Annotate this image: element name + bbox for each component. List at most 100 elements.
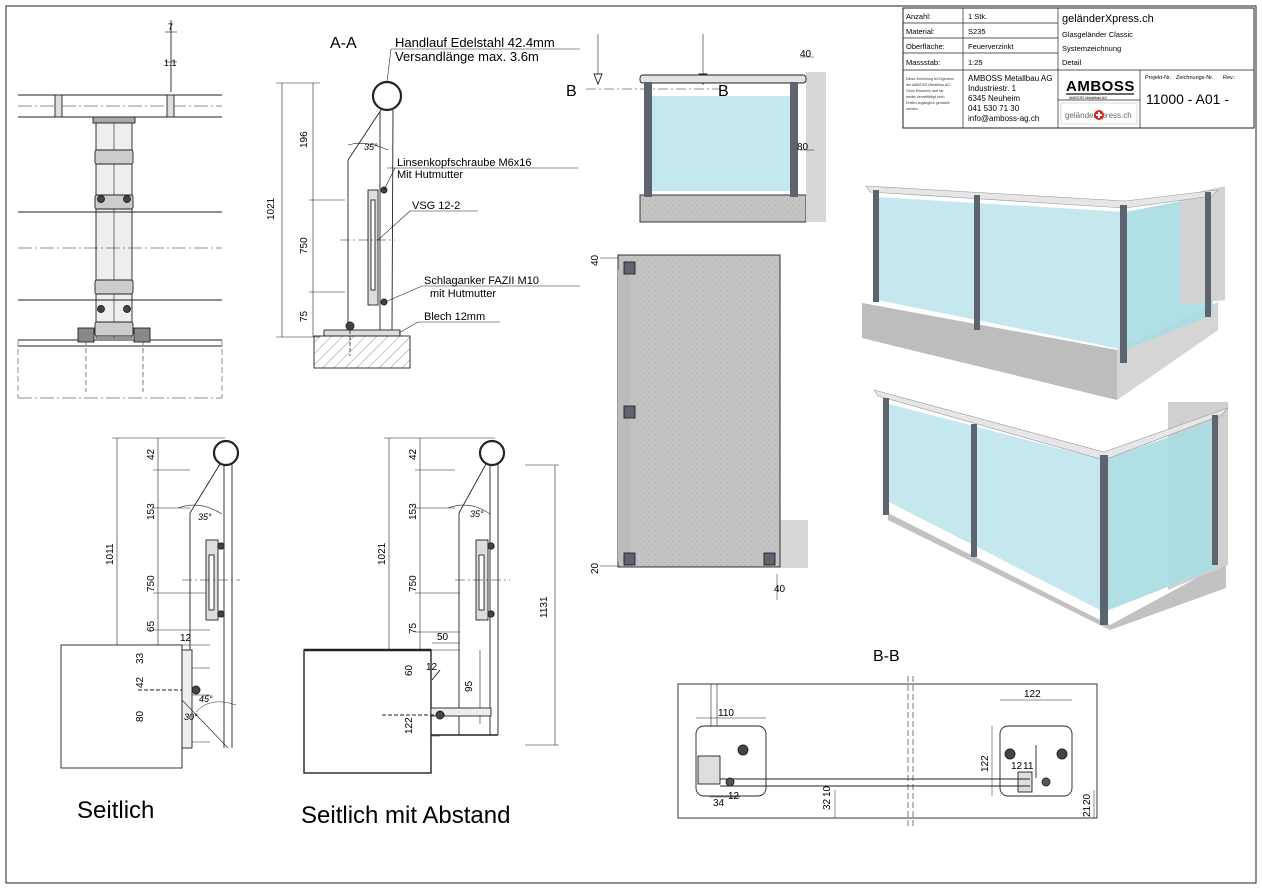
aa-callout-anchor-nut: mit Hutmutter bbox=[430, 288, 496, 300]
title-block: Anzahl: 1 Stk. Material: S235 Oberfläche… bbox=[902, 7, 1255, 129]
abstand-dim-42: 42 bbox=[408, 448, 419, 460]
tb-product: geländerXpress.ch bbox=[1062, 13, 1154, 25]
seitlich-dim-33: 33 bbox=[135, 652, 146, 664]
plan-dim-40-bottom: 40 bbox=[774, 584, 786, 595]
seitlich-angle-45: 45° bbox=[199, 694, 213, 704]
tb-notice-0: Diese Zeichnung ist Eigentum bbox=[906, 77, 954, 81]
bb-dim-10: 10 bbox=[822, 785, 833, 797]
seitlich-dim-1011: 1011 bbox=[105, 543, 116, 565]
tb-row-value-0: 1 Stk. bbox=[968, 12, 987, 21]
abstand-angle-35: 35° bbox=[470, 509, 484, 519]
seitlich-dim-42b: 42 bbox=[135, 676, 146, 688]
tb-row-label-1: Material: bbox=[906, 27, 935, 36]
elev-dim-40: 40 bbox=[800, 49, 812, 60]
front-detail-view bbox=[17, 20, 223, 399]
aa-dim-75: 75 bbox=[299, 310, 310, 322]
tb-company-2: 6345 Neuheim bbox=[968, 94, 1020, 103]
bb-dim-122-h: 122 bbox=[1024, 689, 1041, 700]
section-bb-view bbox=[677, 676, 1098, 826]
section-aa-title: A-A bbox=[330, 35, 357, 52]
aa-callout-length: Versandlänge max. 3.6m bbox=[395, 49, 539, 64]
tb-row-value-3: 1:25 bbox=[968, 58, 983, 67]
abstand-dim-75: 75 bbox=[408, 622, 419, 634]
tb-hdr-drawing: Zeichnungs-Nr. bbox=[1176, 75, 1214, 81]
seitlich-view bbox=[60, 437, 240, 769]
tb-product-line-0: Glasgeländer Classic bbox=[1062, 30, 1133, 39]
bb-dim-122-v: 122 bbox=[980, 755, 991, 772]
sheet-border bbox=[5, 5, 1257, 884]
abstand-dim-750: 750 bbox=[408, 575, 419, 592]
seitlich-angle-35: 35° bbox=[198, 512, 212, 522]
seitlich-dim-65: 65 bbox=[146, 620, 157, 632]
tb-logo-sub: AMBOSS Metallbau AG bbox=[1069, 96, 1107, 100]
aa-callout-glass: VSG 12-2 bbox=[412, 200, 460, 212]
bb-dim-11: 11 bbox=[1023, 761, 1034, 772]
abstand-dim-153: 153 bbox=[408, 503, 419, 520]
section-bb-title: B-B bbox=[873, 648, 900, 665]
seitlich-dim-80: 80 bbox=[135, 710, 146, 722]
aa-callout-plate: Blech 12mm bbox=[424, 311, 485, 323]
plan-dim-20: 20 bbox=[590, 562, 601, 574]
tb-company-3: 041 530 71 30 bbox=[968, 104, 1020, 113]
tb-notice-1: der AMBOSS Metallbau AG. bbox=[906, 83, 951, 87]
tb-row-value-2: Feuerverzinkt bbox=[968, 42, 1014, 51]
seitlich-dim-153: 153 bbox=[146, 503, 157, 520]
elev-dim-80: 80 bbox=[797, 142, 809, 153]
tb-company-4: info@amboss-ag.ch bbox=[968, 114, 1039, 123]
aa-dim-1021: 1021 bbox=[266, 197, 277, 220]
tb-hdr-project: Projekt-Nr. bbox=[1145, 75, 1171, 81]
abstand-dim-60: 60 bbox=[404, 664, 415, 676]
tb-row-value-1: S235 bbox=[968, 27, 986, 36]
aa-angle: 35° bbox=[364, 142, 378, 152]
seitlich-dim-42: 42 bbox=[146, 448, 157, 460]
abstand-dim-1131: 1131 bbox=[539, 596, 550, 618]
abstand-dim-95: 95 bbox=[464, 680, 475, 692]
abstand-view bbox=[303, 437, 559, 774]
abstand-dim-12: 12 bbox=[426, 662, 438, 673]
tb-row-label-2: Oberfläche: bbox=[906, 42, 945, 51]
tb-notice-2: Ohne Erlaubnis darf sie bbox=[906, 89, 944, 93]
render-3d-top bbox=[862, 185, 1225, 400]
abstand-dim-50: 50 bbox=[437, 632, 449, 643]
seitlich-caption: Seitlich bbox=[77, 797, 154, 824]
bb-dim-12: 12 bbox=[728, 791, 740, 802]
tb-row-label-3: Massstab: bbox=[906, 58, 940, 67]
front-dim-7: 7 bbox=[168, 22, 173, 32]
tb-notice-3: weder vervielfältigt noch bbox=[906, 95, 945, 99]
abstand-dim-122: 122 bbox=[404, 717, 415, 734]
bb-dim-32: 32 bbox=[822, 798, 833, 810]
aa-callout-anchor: Schlaganker FAZII M10 bbox=[424, 275, 539, 287]
bb-dim-20: 20 bbox=[1082, 793, 1093, 805]
abstand-dim-1021: 1021 bbox=[377, 542, 388, 565]
tb-company-0: AMBOSS Metallbau AG bbox=[968, 74, 1052, 83]
tb-notice-5: werden. bbox=[906, 107, 919, 111]
elev-label-b-right: B bbox=[718, 83, 729, 100]
tb-logo-amboss: AMBOSS bbox=[1066, 78, 1135, 95]
tb-hdr-rev: Rev.: bbox=[1223, 75, 1236, 81]
aa-callout-handrail: Handlauf Edelstahl 42.4mm bbox=[395, 35, 555, 50]
aa-callout-screw: Linsenkopfschraube M6x16 bbox=[397, 157, 532, 169]
bb-dim-34: 34 bbox=[713, 798, 725, 809]
aa-callout-nut: Mit Hutmutter bbox=[397, 169, 463, 181]
bb-dim-110: 110 bbox=[718, 708, 734, 719]
section-aa-view bbox=[276, 48, 580, 369]
front-dim-1-1: 1.1 bbox=[164, 58, 177, 68]
bb-dim-12b: 12 bbox=[1011, 761, 1023, 772]
seitlich-angle-30: 30° bbox=[184, 712, 198, 722]
plan-dim-40-top: 40 bbox=[590, 254, 601, 266]
seitlich-dim-12: 12 bbox=[180, 633, 192, 644]
abstand-caption: Seitlich mit Abstand bbox=[301, 802, 510, 829]
tb-row-label-0: Anzahl: bbox=[906, 12, 931, 21]
tb-company-1: Industriestr. 1 bbox=[968, 84, 1017, 93]
seitlich-dim-750: 750 bbox=[146, 575, 157, 592]
elev-label-b-left: B bbox=[566, 83, 577, 100]
tb-notice-4: Dritten zugänglich gemacht bbox=[906, 101, 950, 105]
aa-dim-750: 750 bbox=[299, 237, 310, 254]
tb-product-line-1: Systemzeichnung bbox=[1062, 44, 1121, 53]
tb-drawing-number: 11000 - A01 - bbox=[1146, 91, 1229, 107]
aa-dim-196: 196 bbox=[299, 131, 310, 148]
render-3d-bottom bbox=[873, 389, 1229, 630]
elevation-view bbox=[586, 34, 826, 223]
plan-view bbox=[600, 254, 808, 600]
